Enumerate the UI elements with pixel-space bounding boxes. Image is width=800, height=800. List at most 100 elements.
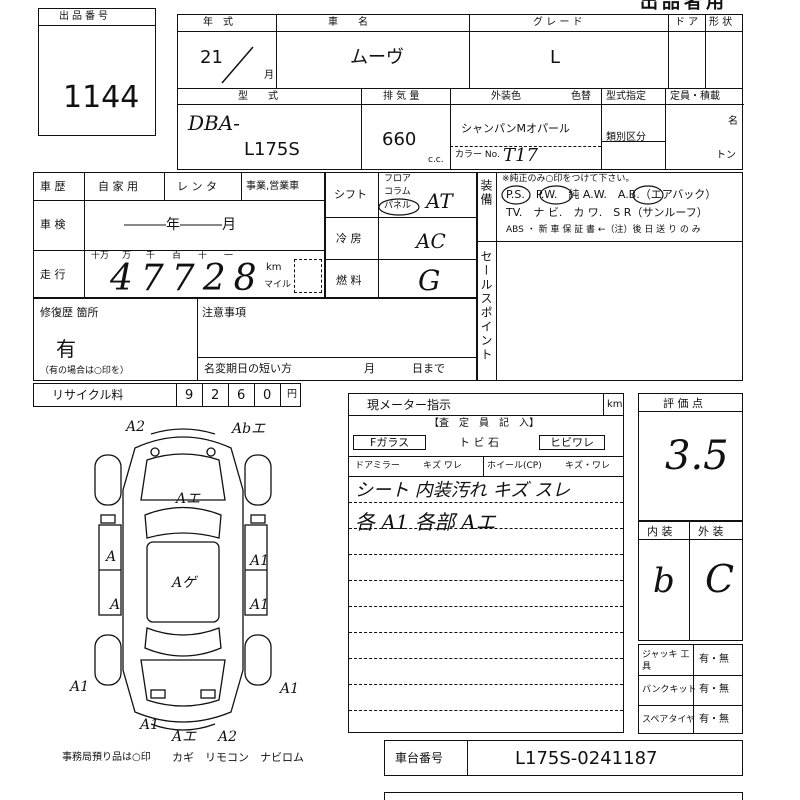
lot-number-label: 出品番号 bbox=[59, 11, 111, 22]
score-box: 評 価 点 3.5 bbox=[638, 393, 743, 521]
repair-history-value: 有 bbox=[56, 337, 76, 361]
top-row-box: 年 式 21 月 車 名 ムーヴ グ レ ー ド L ド ア 形 状 bbox=[177, 14, 743, 89]
mark-side-left-2: A bbox=[110, 597, 121, 613]
digit-header-1k: 千 bbox=[146, 251, 156, 261]
footer-items: カギ リモコン ナビロム bbox=[172, 751, 304, 764]
capacity-label: 定員・積載 bbox=[670, 91, 720, 102]
interior-score: b bbox=[653, 561, 675, 601]
mark-roof: Aゲ bbox=[172, 575, 197, 591]
month-unit: 月 bbox=[264, 70, 274, 81]
displacement-value: 660 bbox=[382, 129, 417, 150]
equipment-line-2: TV. ナ ビ. カ ワ. S R（サンルーフ） bbox=[506, 206, 708, 219]
exterior-color-value: シャンパンMオパール bbox=[461, 122, 571, 135]
inspection-value: ―――年―――月 bbox=[124, 217, 236, 233]
mark-rear-right: A1 bbox=[280, 681, 300, 697]
chassis-number: L175S-0241187 bbox=[515, 748, 658, 769]
mileage-value: 47728 bbox=[110, 258, 265, 299]
fuel-label: 燃 料 bbox=[336, 274, 362, 287]
shape-label: 形 状 bbox=[709, 17, 733, 28]
mark-rear-left: A1 bbox=[70, 679, 90, 695]
recycle-label: リサイクル料 bbox=[52, 388, 124, 402]
recycle-digit-1: 9 bbox=[185, 388, 194, 403]
car-name-value: ムーヴ bbox=[350, 47, 404, 68]
mileage-label: 走 行 bbox=[40, 268, 66, 281]
equipment-circle-marks bbox=[501, 185, 664, 205]
jack-tool-label: ジャッキ 工 具 bbox=[642, 650, 699, 672]
color-change-label: 色替 bbox=[571, 91, 591, 102]
interior-exterior-box: 内 装 外 装 b C bbox=[638, 521, 743, 641]
front-glass-label: Fガラス bbox=[353, 435, 427, 450]
grade-label: グ レ ー ド bbox=[533, 17, 583, 28]
mark-bottom-1: A1 bbox=[140, 717, 160, 733]
sales-point-box: セールスポイント bbox=[477, 241, 743, 381]
deadline-month-unit: 月 bbox=[364, 362, 375, 375]
wheel-options: キズ・ワレ bbox=[565, 461, 611, 471]
panel-circle-mark bbox=[378, 198, 420, 216]
recycle-digit-3: 6 bbox=[237, 388, 246, 403]
km-unit: km bbox=[266, 262, 282, 273]
equipment-line-1: P.S. P.W. 純 A.W. A.B.（エアバック） bbox=[506, 188, 717, 201]
grade-value: L bbox=[550, 47, 561, 68]
model-label: 型 式 bbox=[238, 91, 278, 102]
ac-label: 冷 房 bbox=[336, 232, 362, 245]
door-mirror-options: キズ ワレ bbox=[423, 461, 462, 471]
tools-box: ジャッキ 工 具 有・無 パンクキット 有・無 スペアタイヤ 有・無 bbox=[638, 644, 743, 734]
door-mirror-label: ドアミラー bbox=[355, 461, 400, 471]
puncture-kit-value: 有・無 bbox=[699, 684, 729, 695]
digit-header-100k: 十万 bbox=[91, 251, 110, 261]
bottom-cut-box bbox=[384, 792, 743, 800]
score-label: 評 価 点 bbox=[663, 397, 703, 410]
ton-unit: トン bbox=[716, 150, 736, 161]
vehicle-damage-diagram bbox=[94, 428, 272, 731]
shift-label: シフト bbox=[334, 188, 367, 201]
caution-label: 注意事項 bbox=[202, 306, 246, 319]
interior-label: 内 装 bbox=[647, 525, 673, 538]
inspector-title: 【査 定 員 記 入】 bbox=[429, 418, 539, 429]
digit-header-10: 十 bbox=[198, 251, 208, 261]
puncture-kit-label: パンクキット bbox=[642, 685, 697, 695]
equipment-label: 装備 bbox=[479, 179, 493, 207]
car-name-label: 車 名 bbox=[328, 17, 368, 28]
shift-box: シフト フロア コラム パネル AT 冷 房 AC 燃 料 G bbox=[325, 172, 477, 298]
model-prefix: DBA- bbox=[188, 111, 240, 135]
ac-value: AC bbox=[416, 229, 446, 253]
shift-value: AT bbox=[426, 189, 453, 213]
mark-side-right-2: A1 bbox=[250, 597, 270, 613]
equipment-note: ※純正のみ○印をつけて下さい。 bbox=[502, 174, 635, 184]
chassis-box: 車台番号 L175S-0241187 bbox=[384, 740, 743, 776]
repair-caution-box: 修復歴 箇所 有 （有の場合は○印を） 注意事項 名変期日の短い方 月 日まで bbox=[33, 298, 478, 381]
model-row-box: 型 式 DBA- L175S 排 気 量 660 c.c. 外装色 色替 シャン… bbox=[177, 88, 744, 170]
private-use-option: 自 家 用 bbox=[98, 180, 138, 193]
shift-panel-option: パネル bbox=[384, 201, 412, 211]
yen-unit: 円 bbox=[287, 389, 297, 400]
exterior-score: C bbox=[705, 557, 735, 601]
mark-side-right-1: A1 bbox=[250, 553, 270, 569]
crack-label: ヒビワレ bbox=[539, 435, 605, 450]
mark-bottom-3: A2 bbox=[218, 729, 238, 745]
year-value: 21 bbox=[200, 47, 223, 68]
equipment-line-3: ABS ・ 新 車 保 証 書 ←（注）後 日 送 り の み bbox=[506, 225, 701, 235]
mark-bottom-2: Aエ bbox=[172, 729, 197, 745]
digit-header-100: 百 bbox=[172, 251, 182, 261]
cc-unit: c.c. bbox=[428, 155, 444, 165]
mark-hood: Aエ bbox=[176, 491, 201, 507]
repair-note: （有の場合は○印を） bbox=[40, 366, 129, 376]
mile-unit: マイル bbox=[264, 280, 292, 290]
meter-label: 現メーター指示 bbox=[367, 398, 452, 412]
fuel-value: G bbox=[418, 264, 441, 297]
stone-chip-label: ト ビ 石 bbox=[459, 436, 499, 449]
name-change-deadline-label: 名変期日の短い方 bbox=[204, 362, 292, 375]
footer-office-note: 事務局預り品は○印 bbox=[62, 752, 151, 763]
rental-option: レ ン タ bbox=[177, 180, 217, 193]
repair-history-label: 修復歴 箇所 bbox=[40, 306, 99, 319]
lot-number-box: 出品番号 1144 bbox=[38, 8, 156, 136]
equipment-box: 装備 ※純正のみ○印をつけて下さい。 P.S. P.W. 純 A.W. A.B.… bbox=[477, 172, 743, 242]
person-unit: 名 bbox=[728, 116, 738, 127]
year-slash bbox=[221, 46, 254, 84]
year-label: 年 式 bbox=[203, 17, 233, 28]
meter-km-unit: km bbox=[607, 399, 623, 410]
type-designation-label: 型式指定 bbox=[606, 91, 646, 102]
inspector-note-1: シート 内装汚れ キズ スレ bbox=[355, 480, 571, 501]
shift-column-option: コラム bbox=[384, 187, 411, 197]
